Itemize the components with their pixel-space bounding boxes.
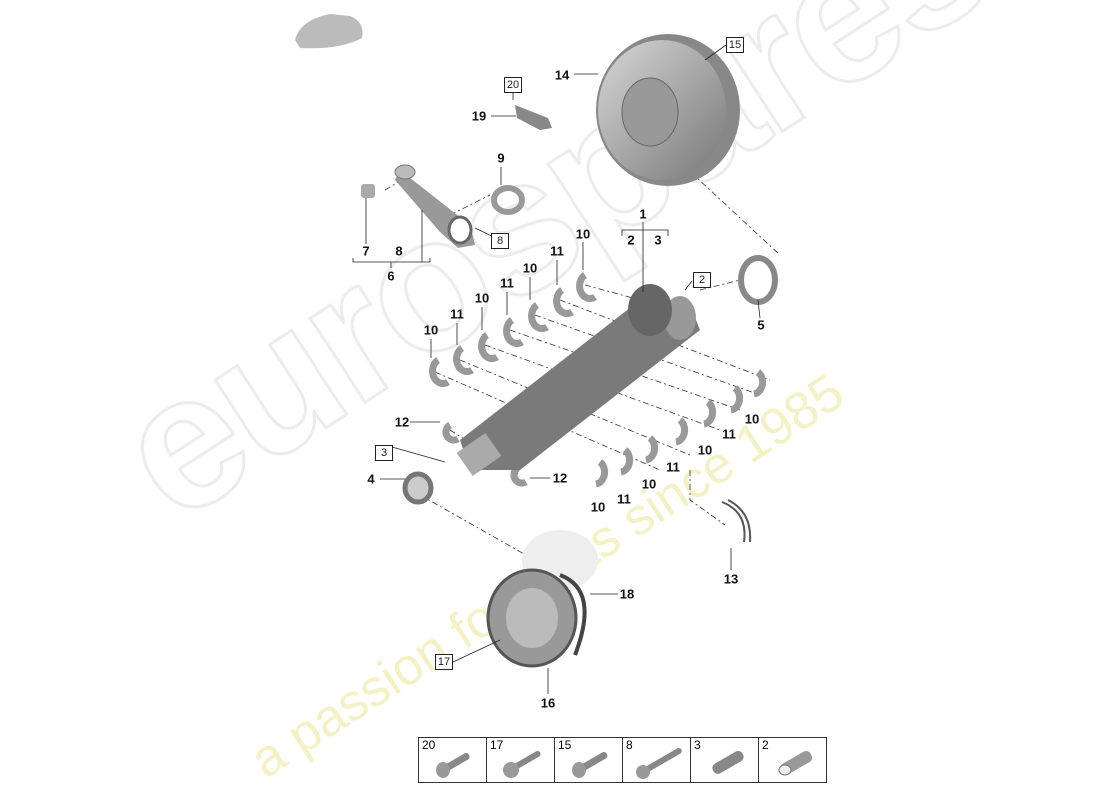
flywheel: [596, 34, 740, 186]
boxed-ref-20[interactable]: 20: [504, 77, 522, 93]
fastener-cell-3[interactable]: 3: [690, 737, 759, 783]
pulley: [486, 530, 598, 668]
fastener-label: 17: [490, 738, 504, 752]
callout-10: 10: [522, 260, 538, 276]
callout-2: 2: [627, 232, 635, 248]
boxed-ref-8[interactable]: 8: [491, 233, 509, 249]
fastener-cell-15[interactable]: 15: [554, 737, 623, 783]
boxed-ref-2[interactable]: 2: [693, 272, 711, 288]
callout-11: 11: [666, 459, 680, 475]
callout-13: 13: [723, 571, 739, 587]
sleeve-icon: [778, 751, 813, 776]
boxed-ref-17[interactable]: 17: [435, 654, 453, 670]
fastener-label: 20: [422, 738, 436, 752]
fastener-label: 15: [558, 738, 572, 752]
callout-10: 10: [474, 290, 490, 306]
callout-19: 19: [471, 108, 487, 124]
boxed-ref-3[interactable]: 3: [375, 445, 393, 461]
crankshaft: [456, 284, 700, 476]
callout-6: 6: [387, 268, 395, 284]
callout-3: 3: [654, 232, 662, 248]
callout-10: 10: [697, 442, 713, 458]
bolt-icon: [436, 752, 470, 778]
callout-5: 5: [757, 317, 765, 333]
callout-11: 11: [500, 275, 514, 291]
callout-10: 10: [423, 322, 439, 338]
callout-16: 16: [540, 695, 556, 711]
callout-10: 10: [590, 499, 606, 515]
callout-8: 8: [395, 243, 403, 259]
callout-12: 12: [552, 470, 568, 486]
thrust-washers: [721, 499, 752, 543]
bolt-icon: [572, 751, 608, 778]
sensor: [515, 105, 552, 130]
fastener-cell-17[interactable]: 17: [486, 737, 555, 783]
callout-18: 18: [619, 586, 635, 602]
boxed-ref-15[interactable]: 15: [726, 37, 744, 53]
callout-11: 11: [617, 491, 631, 507]
fastener-cell-2[interactable]: 2: [758, 737, 827, 783]
fastener-cell-20[interactable]: 20: [418, 737, 487, 783]
callout-7: 7: [362, 243, 370, 259]
rear-seal: [738, 255, 778, 305]
bolt-icon: [636, 748, 682, 779]
callout-1: 1: [639, 206, 647, 222]
fastener-table: 20 17 15 8 3 2: [418, 737, 827, 783]
callout-11: 11: [450, 306, 464, 322]
callout-9: 9: [497, 150, 505, 166]
callout-10: 10: [744, 411, 760, 427]
connecting-rod: [361, 164, 525, 248]
bolt-icon: [503, 751, 541, 778]
callout-14: 14: [554, 67, 570, 83]
front-seal: [402, 471, 434, 505]
fastener-label: 8: [626, 738, 633, 752]
callout-11: 11: [550, 243, 564, 259]
callout-10: 10: [641, 476, 657, 492]
callout-4: 4: [367, 471, 375, 487]
callout-12: 12: [394, 414, 410, 430]
dowel-pin-icon: [712, 750, 744, 774]
callout-11: 11: [722, 426, 736, 442]
bearing-shells: [429, 272, 767, 488]
fastener-label: 3: [694, 738, 701, 752]
callout-10: 10: [575, 226, 591, 242]
fastener-cell-8[interactable]: 8: [622, 737, 691, 783]
car-silhouette-icon: [295, 14, 363, 49]
fastener-label: 2: [762, 738, 769, 752]
